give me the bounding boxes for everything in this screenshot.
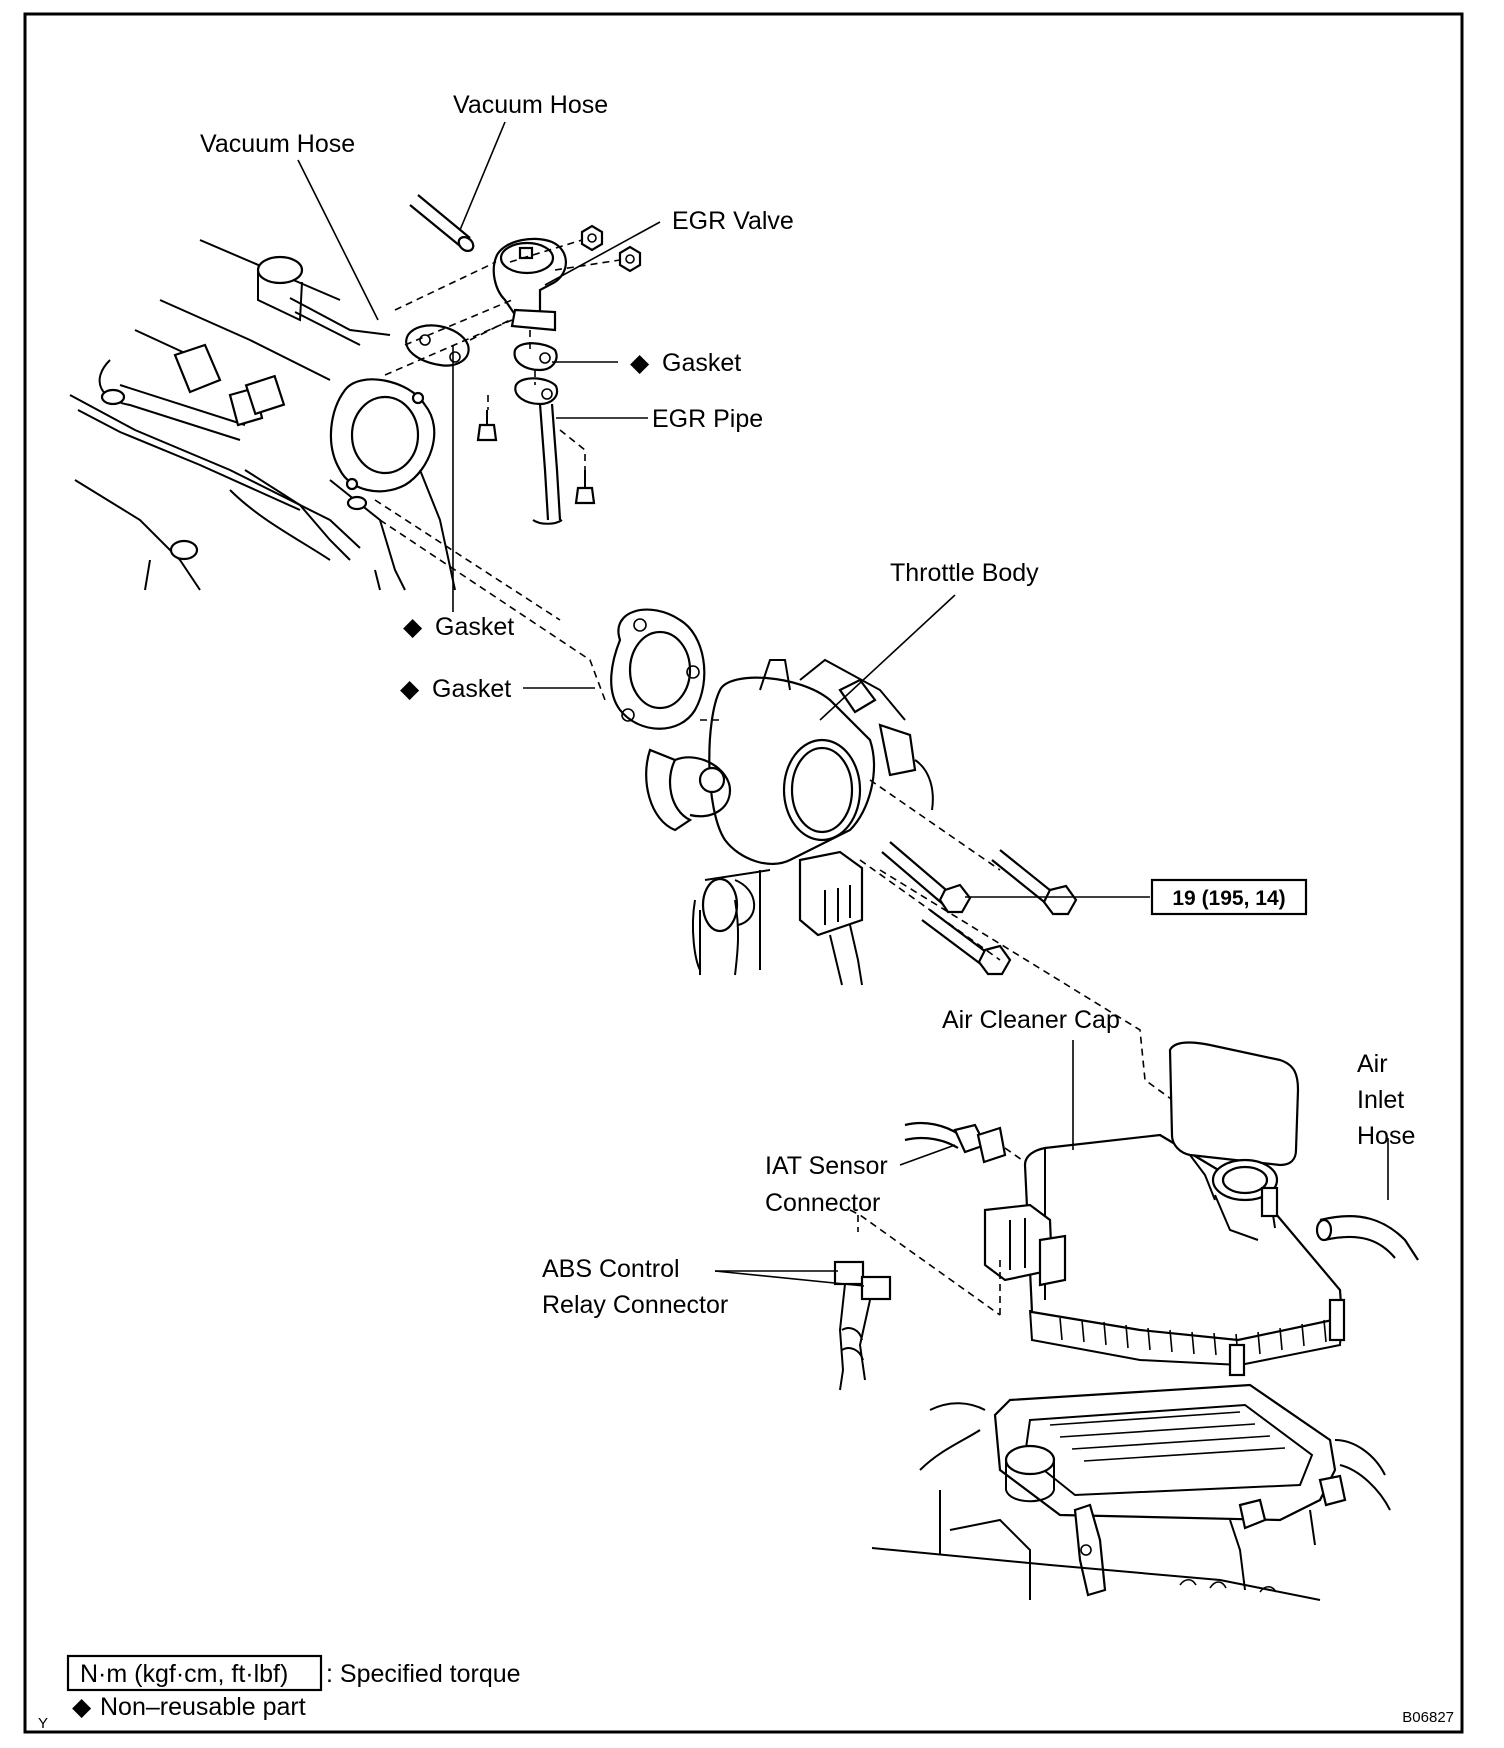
air-cleaner-illustration — [833, 1041, 1419, 1601]
throttle-bolt-3 — [921, 909, 1012, 976]
label-abs-relay-line2: Relay Connector — [542, 1291, 728, 1319]
throttle-bolt-2 — [991, 849, 1078, 916]
figure-code: B06827 — [1402, 1709, 1454, 1726]
label-egr-valve: EGR Valve — [672, 207, 794, 235]
label-throttle-body: Throttle Body — [890, 559, 1039, 587]
corner-mark: Y — [38, 1715, 48, 1732]
label-gasket-left-1: Gasket — [435, 613, 514, 641]
label-vacuum-hose-left: Vacuum Hose — [200, 130, 355, 158]
legend-torque-desc: : Specified torque — [326, 1660, 521, 1688]
label-air-inlet-hose-line2: Inlet — [1357, 1086, 1404, 1114]
label-air-inlet-hose-line3: Hose — [1357, 1122, 1415, 1150]
throttle-bolt-1 — [881, 841, 972, 914]
torque-value-box — [1150, 878, 1308, 916]
label-air-inlet-hose-line1: Air — [1357, 1050, 1388, 1078]
diamond-gasket-left-1: ◆ — [403, 613, 423, 641]
label-air-cleaner-cap: Air Cleaner Cap — [942, 1006, 1120, 1034]
legend: N·m (kgf·cm, ft·lbf) : Specified torque … — [66, 1654, 521, 1721]
diamond-gasket-egr: ◆ — [630, 349, 650, 377]
intake-manifold-illustration — [69, 239, 456, 591]
leader-lines — [297, 121, 1389, 1287]
label-gasket-left-2: Gasket — [432, 675, 511, 703]
label-abs-relay-line1: ABS Control — [542, 1255, 680, 1283]
legend-diamond: ◆ — [72, 1693, 92, 1721]
egr-valve-illustration — [384, 194, 642, 525]
label-egr-pipe: EGR Pipe — [652, 405, 763, 433]
legend-torque-units: N·m (kgf·cm, ft·lbf) — [80, 1660, 288, 1688]
legend-non-reusable: Non–reusable part — [100, 1693, 306, 1721]
diagram-frame — [23, 12, 1464, 1734]
throttle-body-illustration — [374, 499, 1201, 1121]
label-torque-value: 19 (195, 14) — [1172, 887, 1285, 910]
legend-torque-box — [66, 1654, 323, 1692]
label-gasket-egr: Gasket — [662, 349, 741, 377]
label-iat-sensor-line1: IAT Sensor — [765, 1152, 888, 1180]
diamond-gasket-left-2: ◆ — [400, 675, 420, 703]
label-iat-sensor-line2: Connector — [765, 1189, 880, 1217]
label-vacuum-hose-top: Vacuum Hose — [453, 91, 608, 119]
